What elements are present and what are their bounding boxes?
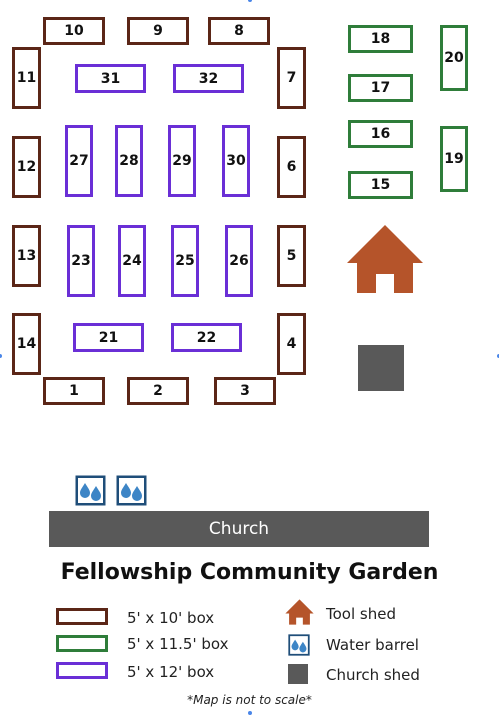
water-barrel-icon [75,475,106,506]
plot-19[interactable]: 19 [440,126,468,192]
plot-29[interactable]: 29 [168,125,196,197]
house-icon [285,599,314,625]
plot-20[interactable]: 20 [440,25,468,91]
plot-5[interactable]: 5 [277,225,306,287]
plot-28[interactable]: 28 [115,125,143,197]
selection-handle[interactable] [248,711,252,715]
scale-note: *Map is not to scale* [187,693,312,707]
tool-shed-icon [347,225,423,293]
legend-label-5x12: 5' x 12' box [127,663,215,681]
selection-handle[interactable] [0,354,2,358]
plot-27[interactable]: 27 [65,125,93,197]
plot-25[interactable]: 25 [171,225,199,297]
selection-handle[interactable] [497,354,499,358]
gray-square-icon [288,664,308,684]
church: Church [49,511,429,547]
plot-17[interactable]: 17 [348,74,413,102]
plot-10[interactable]: 10 [43,17,105,45]
plot-7[interactable]: 7 [277,47,306,109]
plot-13[interactable]: 13 [12,225,41,287]
legend-label-5x10: 5' x 10' box [127,609,215,627]
plot-32[interactable]: 32 [173,64,244,93]
church-label: Church [208,519,270,539]
plot-3[interactable]: 3 [214,377,276,405]
selection-handle[interactable] [248,0,252,2]
water-drops-icon [288,634,310,656]
plot-1[interactable]: 1 [43,377,105,405]
legend-label-5x11.5: 5' x 11.5' box [127,635,229,653]
water-barrel-icon [116,475,147,506]
plot-9[interactable]: 9 [127,17,189,45]
plot-11[interactable]: 11 [12,47,41,109]
plot-16[interactable]: 16 [348,120,413,148]
plot-18[interactable]: 18 [348,25,413,53]
map-title: Fellowship Community Garden [60,560,439,585]
plot-30[interactable]: 30 [222,125,250,197]
plot-26[interactable]: 26 [225,225,253,297]
plot-14[interactable]: 14 [12,313,41,375]
plot-15[interactable]: 15 [348,171,413,199]
legend-swatch-purple [56,662,108,679]
plot-6[interactable]: 6 [277,136,306,198]
plot-31[interactable]: 31 [75,64,146,93]
legend-label-water-barrel: Water barrel [326,636,419,654]
plot-21[interactable]: 21 [73,323,144,352]
legend-swatch-brown [56,608,108,625]
plot-2[interactable]: 2 [127,377,189,405]
legend-label-church-shed: Church shed [326,666,420,684]
plot-12[interactable]: 12 [12,136,41,198]
plot-8[interactable]: 8 [208,17,270,45]
church-shed [358,345,404,391]
plot-24[interactable]: 24 [118,225,146,297]
plot-23[interactable]: 23 [67,225,95,297]
plot-22[interactable]: 22 [171,323,242,352]
legend-swatch-green [56,635,108,652]
legend-label-tool-shed: Tool shed [326,605,396,623]
plot-4[interactable]: 4 [277,313,306,375]
